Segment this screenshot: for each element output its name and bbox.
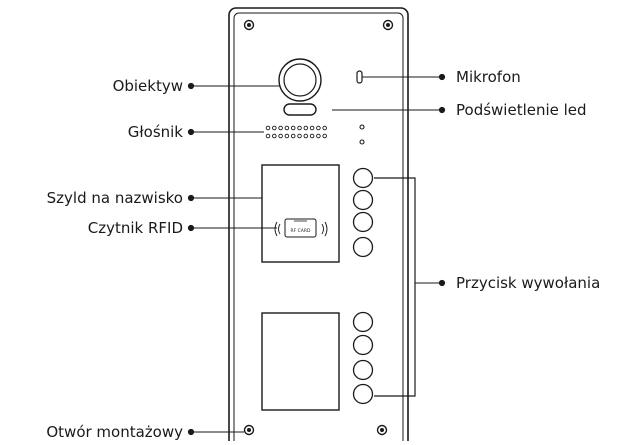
call-button (352, 383, 374, 405)
screw-bottom-left-icon (243, 424, 255, 436)
screw-top-left-icon (243, 19, 255, 31)
label-speaker: Głośnik (127, 123, 183, 141)
name-plate-upper (261, 164, 340, 263)
speaker-hole (290, 125, 296, 131)
indicator-dot-icon (359, 124, 365, 130)
rfid-card-text: RF CARD (291, 228, 311, 234)
speaker-hole (278, 125, 283, 131)
label-led-backlight: Podświetlenie led (456, 101, 587, 119)
name-plate-lower (261, 312, 340, 411)
speaker-hole (322, 133, 327, 139)
label-call-button: Przycisk wywołania (456, 274, 601, 292)
speaker-hole (265, 125, 271, 131)
call-button (352, 334, 374, 356)
panel-outer-frame (228, 7, 409, 445)
led-backlight-icon (283, 103, 317, 116)
speaker-grille-icon (265, 125, 327, 139)
panel-inner-frame (233, 12, 404, 445)
label-mounting-hole: Otwór montażowy (46, 423, 183, 441)
speaker-hole (297, 133, 302, 139)
speaker-hole (284, 125, 290, 131)
call-buttons-group (352, 167, 374, 405)
speaker-hole (272, 125, 277, 131)
label-rfid-reader: Czytnik RFID (87, 219, 183, 237)
speaker-hole (278, 133, 283, 139)
speaker-hole (284, 133, 290, 139)
rfid-card-icon: RF CARD (274, 218, 328, 238)
speaker-hole (316, 133, 321, 139)
indicator-dot-icon (359, 139, 365, 145)
call-button (352, 359, 374, 381)
speaker-hole (303, 133, 309, 139)
speaker-hole (297, 125, 302, 131)
speaker-hole (322, 125, 327, 131)
speaker-hole (272, 133, 277, 139)
speaker-hole (309, 125, 315, 131)
call-button-bracket (374, 177, 416, 397)
screw-top-right-icon (382, 19, 394, 31)
speaker-hole (303, 125, 309, 131)
speaker-hole (316, 125, 321, 131)
call-button (352, 189, 374, 211)
call-button (352, 211, 374, 233)
left-callouts (187, 82, 280, 436)
label-microphone: Mikrofon (456, 68, 521, 86)
call-button (352, 311, 374, 333)
speaker-hole (309, 133, 315, 139)
label-lens: Obiektyw (112, 77, 183, 95)
speaker-hole (265, 133, 271, 139)
camera-lens-icon (278, 58, 322, 102)
speaker-hole (290, 133, 296, 139)
call-button (352, 167, 374, 189)
screw-bottom-right-icon (376, 424, 388, 436)
label-name-plate: Szyld na nazwisko (46, 189, 183, 207)
right-callouts (332, 73, 446, 287)
call-button (352, 236, 374, 258)
